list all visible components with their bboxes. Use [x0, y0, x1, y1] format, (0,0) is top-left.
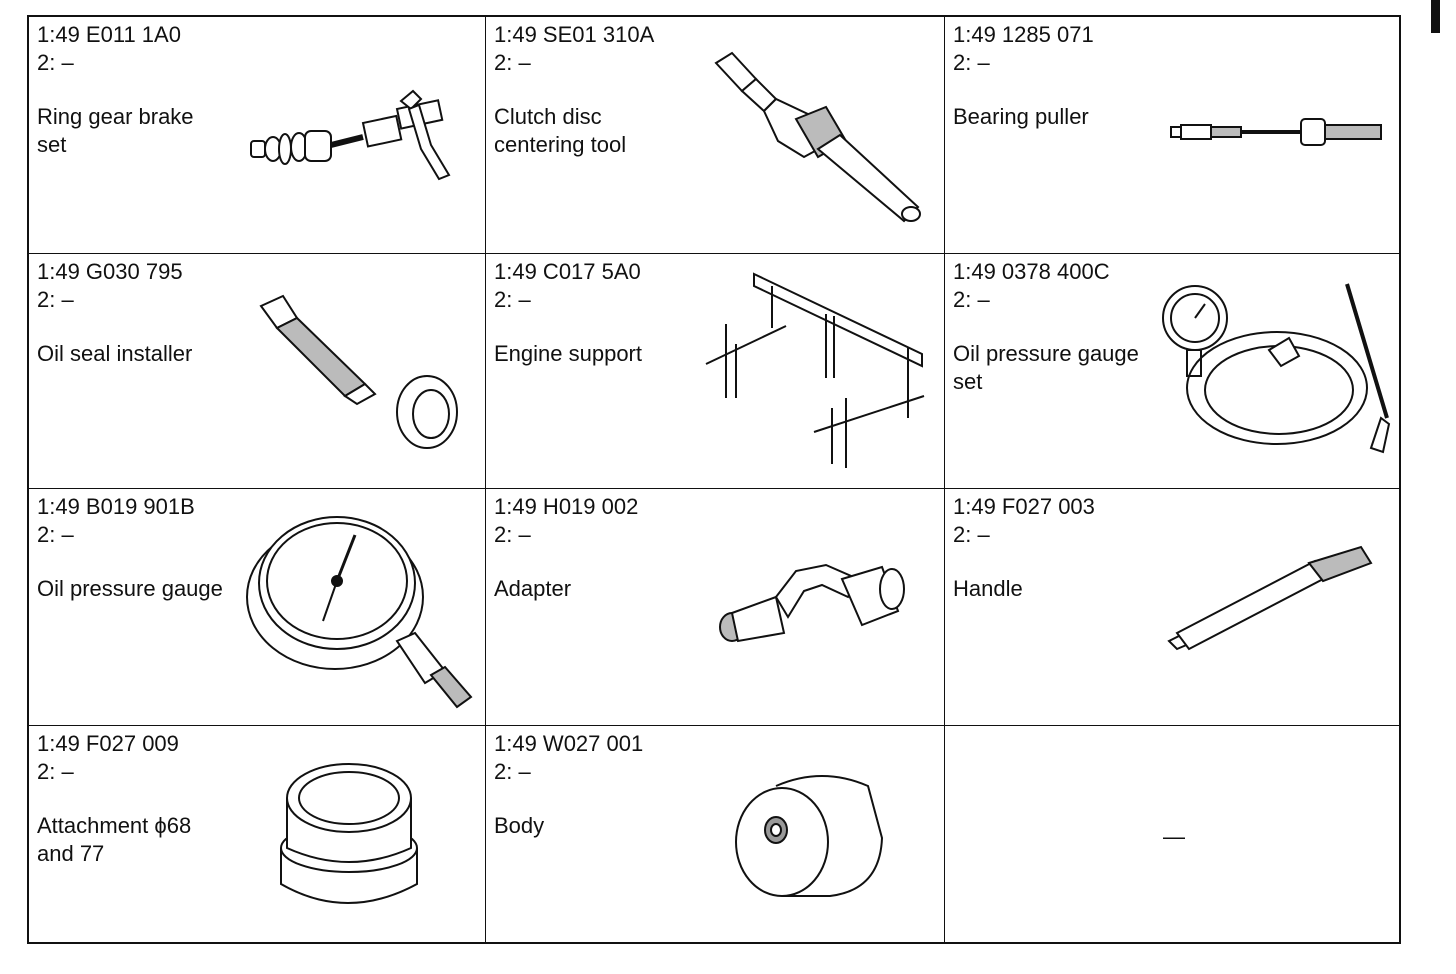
tool-name: Oil pressure gauge: [37, 576, 223, 601]
tool-cell: 1:49 0378 400C 2: – Oil pressure gauge s…: [945, 254, 1399, 489]
tool-name: Adapter: [494, 576, 572, 601]
tool-subnumber: 2: –: [37, 50, 74, 75]
tool-name: Clutch disc centering tool: [494, 104, 627, 157]
empty-dash: —: [1163, 824, 1185, 849]
tool-subnumber: 2: –: [37, 759, 74, 784]
ring-gear-brake-icon: [250, 79, 461, 194]
tool-subnumber: 2: –: [494, 287, 531, 312]
tool-number: 1:49 F027 003: [953, 494, 1095, 519]
attachment-icon: [277, 752, 427, 927]
tool-number: 1:49 E011 1A0: [37, 22, 181, 47]
tool-cell: 1:49 C017 5A0 2: – Engine support: [486, 254, 945, 489]
tool-number: 1:49 1285 071: [953, 22, 1094, 47]
tool-cell: 1:49 H019 002 2: – Adapter: [486, 489, 945, 726]
tool-subnumber: 2: –: [37, 522, 74, 547]
tool-name: Bearing puller: [953, 104, 1089, 129]
tool-cell: 1:49 B019 901B 2: – Oil pressure gauge: [29, 489, 486, 726]
tool-subnumber: 2: –: [953, 50, 990, 75]
tool-name: Attachment ϕ68 and 77: [37, 813, 192, 866]
engine-support-icon: [696, 268, 936, 483]
oil-pressure-gauge-icon: [245, 501, 485, 721]
tool-cell: 1:49 F027 009 2: – Attachment ϕ68 and 77: [29, 726, 486, 942]
tool-number: 1:49 SE01 310A: [494, 22, 655, 47]
body-icon: [732, 772, 892, 907]
tool-number: 1:49 W027 001: [494, 731, 644, 756]
handle-icon: [1165, 545, 1375, 664]
special-tools-table: 1:49 E011 1A0 2: – Ring gear brake set 1…: [27, 15, 1401, 944]
tool-name: Body: [494, 813, 545, 838]
tool-subnumber: 2: –: [953, 287, 990, 312]
tool-cell: 1:49 G030 795 2: – Oil seal installer: [29, 254, 486, 489]
tool-name: Engine support: [494, 341, 642, 366]
tool-name: Ring gear brake set: [37, 104, 194, 157]
tool-cell: 1:49 1285 071 2: – Bearing puller: [945, 17, 1399, 254]
oil-seal-installer-icon: [257, 292, 467, 457]
tool-number: 1:49 F027 009: [37, 731, 179, 756]
tool-subnumber: 2: –: [494, 522, 531, 547]
tool-name: Oil seal installer: [37, 341, 193, 366]
adapter-icon: [716, 551, 916, 676]
clutch-centering-tool-icon: [708, 49, 938, 234]
tool-cell: 1:49 F027 003 2: – Handle: [945, 489, 1399, 726]
bearing-puller-icon: [1170, 109, 1386, 154]
tool-name: Oil pressure gauge set: [953, 341, 1139, 394]
tool-cell: 1:49 SE01 310A 2: – Clutch disc centerin…: [486, 17, 945, 254]
page-edge-marker: [1431, 0, 1440, 33]
tool-subnumber: 2: –: [953, 522, 990, 547]
tool-number: 1:49 C017 5A0: [494, 259, 641, 284]
empty-cell: —: [945, 726, 1399, 942]
tool-number: 1:49 0378 400C: [953, 259, 1110, 284]
tool-subnumber: 2: –: [494, 759, 531, 784]
tool-number: 1:49 H019 002: [494, 494, 639, 519]
tool-name: Handle: [953, 576, 1023, 601]
tool-cell: 1:49 E011 1A0 2: – Ring gear brake set: [29, 17, 486, 254]
tool-number: 1:49 G030 795: [37, 259, 183, 284]
tool-number: 1:49 B019 901B: [37, 494, 195, 519]
oil-pressure-gauge-set-icon: [1157, 278, 1391, 478]
tool-subnumber: 2: –: [494, 50, 531, 75]
tool-cell: 1:49 W027 001 2: – Body: [486, 726, 945, 942]
tool-subnumber: 2: –: [37, 287, 74, 312]
